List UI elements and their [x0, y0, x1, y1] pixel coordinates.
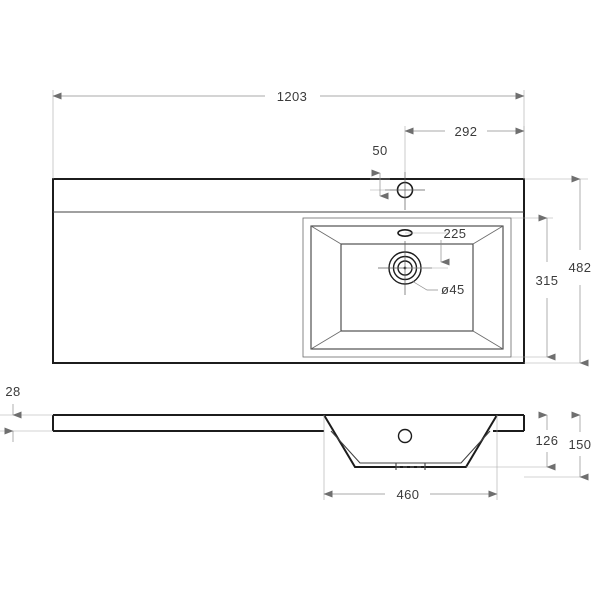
basin-corner-line-tr	[472, 225, 504, 245]
basin-slope-top-outline	[310, 225, 504, 350]
basin-corner-line-br	[472, 330, 504, 350]
basin-bottom-outline	[340, 243, 474, 332]
basin-rim-outline	[302, 217, 512, 358]
counter-slab-fill	[53, 415, 524, 473]
bowl-face-drain-hole	[397, 428, 413, 444]
plan-view: ø45	[52, 172, 525, 364]
drain-diameter-leader	[411, 280, 438, 291]
countertop-outline-fill	[53, 179, 524, 363]
dim-label-315: 315	[536, 273, 559, 288]
dim-label-1203: 1203	[277, 89, 308, 104]
countertop-outline	[52, 178, 525, 364]
dim-label-drain-diameter: ø45	[441, 282, 465, 297]
dim-label-482: 482	[569, 260, 592, 275]
front-view-dimensions: 28 126 150 460	[0, 384, 591, 502]
basin-corner-line-tl	[310, 225, 342, 245]
dim-label-126: 126	[536, 433, 559, 448]
dim-label-225: 225	[444, 226, 467, 241]
dim-label-28: 28	[5, 384, 20, 399]
dim-label-292: 292	[455, 124, 478, 139]
dim-label-50: 50	[372, 143, 387, 158]
basin-corner-line-bl	[310, 330, 342, 350]
plan-view-dimensions: 1203 292 50 225 315	[52, 89, 592, 367]
dim-label-460: 460	[397, 487, 420, 502]
bowl-inner-wall	[330, 430, 491, 464]
dim-label-150: 150	[569, 437, 592, 452]
front-section-view	[52, 414, 525, 473]
